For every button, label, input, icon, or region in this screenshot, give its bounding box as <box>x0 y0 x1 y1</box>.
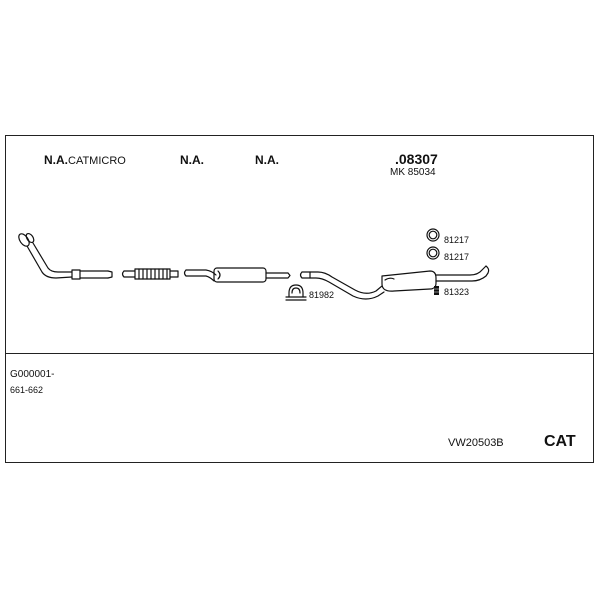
rear-silencer-assembly <box>299 265 490 300</box>
flex-pipe <box>121 268 179 280</box>
sealing-ring-2 <box>426 246 440 260</box>
middle-silencer <box>183 267 291 283</box>
rubber-mount <box>433 286 440 295</box>
main-part-number: .08307 <box>395 151 438 167</box>
catalytic-label-prefix: N.A. <box>44 153 68 167</box>
catalytic-label-suffix: CATMICRO <box>68 155 126 167</box>
code-line-2: 661-662 <box>10 385 44 395</box>
middle-silencer-label: N.A. <box>255 153 279 167</box>
ring-1-number: 81217 <box>444 235 470 245</box>
catalytic-label: N.A.CATMICRO <box>44 154 126 167</box>
clamp-number: 81982 <box>309 290 335 300</box>
ring-2-number: 81217 <box>444 252 470 262</box>
clamp <box>285 284 307 301</box>
front-pipe-label: N.A. <box>180 153 204 167</box>
sealing-ring-1 <box>426 228 440 242</box>
section-divider <box>5 353 594 354</box>
rubber-mount-number: 81323 <box>444 287 470 297</box>
system-type: CAT <box>544 433 576 450</box>
system-id: VW20503B <box>448 437 504 449</box>
code-line-1: G000001- <box>10 369 55 380</box>
front-downpipe <box>18 232 113 280</box>
diagram-frame <box>5 135 594 463</box>
main-part-subnumber: MK 85034 <box>390 167 436 178</box>
